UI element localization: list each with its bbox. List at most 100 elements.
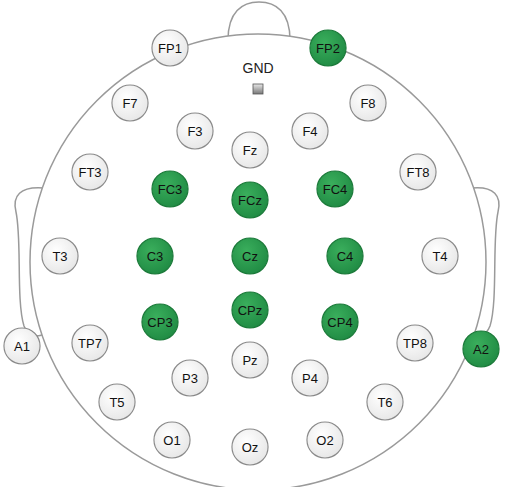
electrode-circle	[4, 328, 40, 364]
electrode-label: FP2	[316, 41, 340, 56]
electrode-circle	[322, 304, 358, 340]
electrode-circle	[232, 342, 268, 378]
electrode-label: FCz	[238, 193, 262, 208]
electrode-circle	[142, 304, 178, 340]
electrode: T3	[41, 237, 79, 275]
electrode-label: FP1	[158, 41, 182, 56]
electrode-label: CPz	[238, 303, 263, 318]
electrode-circle	[463, 331, 499, 367]
electrode-label: F3	[187, 124, 202, 139]
electrode-circle	[152, 171, 188, 207]
active-electrode: FC3	[151, 170, 189, 208]
electrode: T4	[421, 237, 459, 275]
electrode-circle	[400, 154, 436, 190]
active-electrode: Cz	[231, 237, 269, 275]
electrode-circle	[292, 113, 328, 149]
electrode-label: C4	[337, 249, 354, 264]
electrode: TP8	[396, 324, 434, 362]
electrode-circle	[232, 429, 268, 465]
electrode: P4	[291, 359, 329, 397]
electrode-circle	[307, 422, 343, 458]
electrode: F8	[349, 84, 387, 122]
electrode-circle	[42, 238, 78, 274]
electrode-circle	[367, 384, 403, 420]
electrode-label: C3	[147, 249, 164, 264]
electrode-circle	[154, 422, 190, 458]
electrode-circle	[172, 360, 208, 396]
active-electrode: FCz	[231, 181, 269, 219]
electrode: A1	[3, 327, 41, 365]
electrode-label: TP7	[78, 336, 102, 351]
active-electrode: C3	[136, 237, 174, 275]
active-electrode: FC4	[316, 170, 354, 208]
electrode-circle	[397, 325, 433, 361]
electrode-circle	[232, 292, 268, 328]
active-electrode: CP4	[321, 303, 359, 341]
electrode-label: T5	[109, 395, 124, 410]
active-electrode: A2	[462, 330, 500, 368]
electrode-label: P4	[302, 371, 318, 386]
electrode-circle	[112, 85, 148, 121]
electrode: F3	[176, 112, 214, 150]
electrode: F4	[291, 112, 329, 150]
electrode-label: FT3	[78, 165, 101, 180]
electrode-label: TP8	[403, 336, 427, 351]
electrode: O1	[153, 421, 191, 459]
electrode-circle	[292, 360, 328, 396]
electrode-label: CP3	[147, 315, 172, 330]
electrode-circle	[99, 384, 135, 420]
electrode-circle	[232, 182, 268, 218]
electrode-label: P3	[182, 371, 198, 386]
electrode-label: CP4	[327, 315, 352, 330]
electrode-label: FC4	[323, 182, 348, 197]
electrode: TP7	[71, 324, 109, 362]
active-electrode: FP2	[309, 29, 347, 67]
electrode-circle	[232, 132, 268, 168]
electrode: Fz	[231, 131, 269, 169]
electrode-label: Pz	[242, 353, 257, 368]
ground-marker	[253, 84, 263, 94]
electrode: Oz	[231, 428, 269, 466]
electrode: FT8	[399, 153, 437, 191]
electrode-label: Oz	[242, 440, 259, 455]
electrode: FT3	[71, 153, 109, 191]
electrode-circle	[232, 238, 268, 274]
electrode-label: F8	[360, 96, 375, 111]
electrode-circle	[137, 238, 173, 274]
electrode-label: A1	[14, 339, 30, 354]
electrode-label: FC3	[158, 182, 183, 197]
electrode-label: T6	[377, 395, 392, 410]
electrode-circle	[72, 325, 108, 361]
ground-label: GND	[243, 60, 274, 76]
scalp-circle	[30, 34, 486, 487]
electrode: F7	[111, 84, 149, 122]
electrode-label: A2	[473, 342, 489, 357]
electrode: FP1	[151, 29, 189, 67]
electrode-circle	[72, 154, 108, 190]
electrode-label: Cz	[242, 249, 258, 264]
active-electrode: C4	[326, 237, 364, 275]
electrode-circle	[422, 238, 458, 274]
electrode-circle	[327, 238, 363, 274]
electrode: P3	[171, 359, 209, 397]
electrode-circle	[177, 113, 213, 149]
electrode: O2	[306, 421, 344, 459]
electrode: T6	[366, 383, 404, 421]
electrode-label: F4	[302, 124, 317, 139]
electrode-label: T3	[52, 249, 67, 264]
electrode-label: Fz	[243, 143, 257, 158]
electrode: T5	[98, 383, 136, 421]
electrode-label: FT8	[406, 165, 429, 180]
active-electrode: CP3	[141, 303, 179, 341]
electrode-circle	[317, 171, 353, 207]
electrode-circle	[152, 30, 188, 66]
active-electrode: CPz	[231, 291, 269, 329]
electrode-circle	[350, 85, 386, 121]
electrode: Pz	[231, 341, 269, 379]
electrode-label: F7	[122, 96, 137, 111]
electrode-label: T4	[432, 249, 447, 264]
electrode-label: O2	[316, 433, 333, 448]
electrode-circle	[310, 30, 346, 66]
electrode-label: O1	[163, 433, 180, 448]
